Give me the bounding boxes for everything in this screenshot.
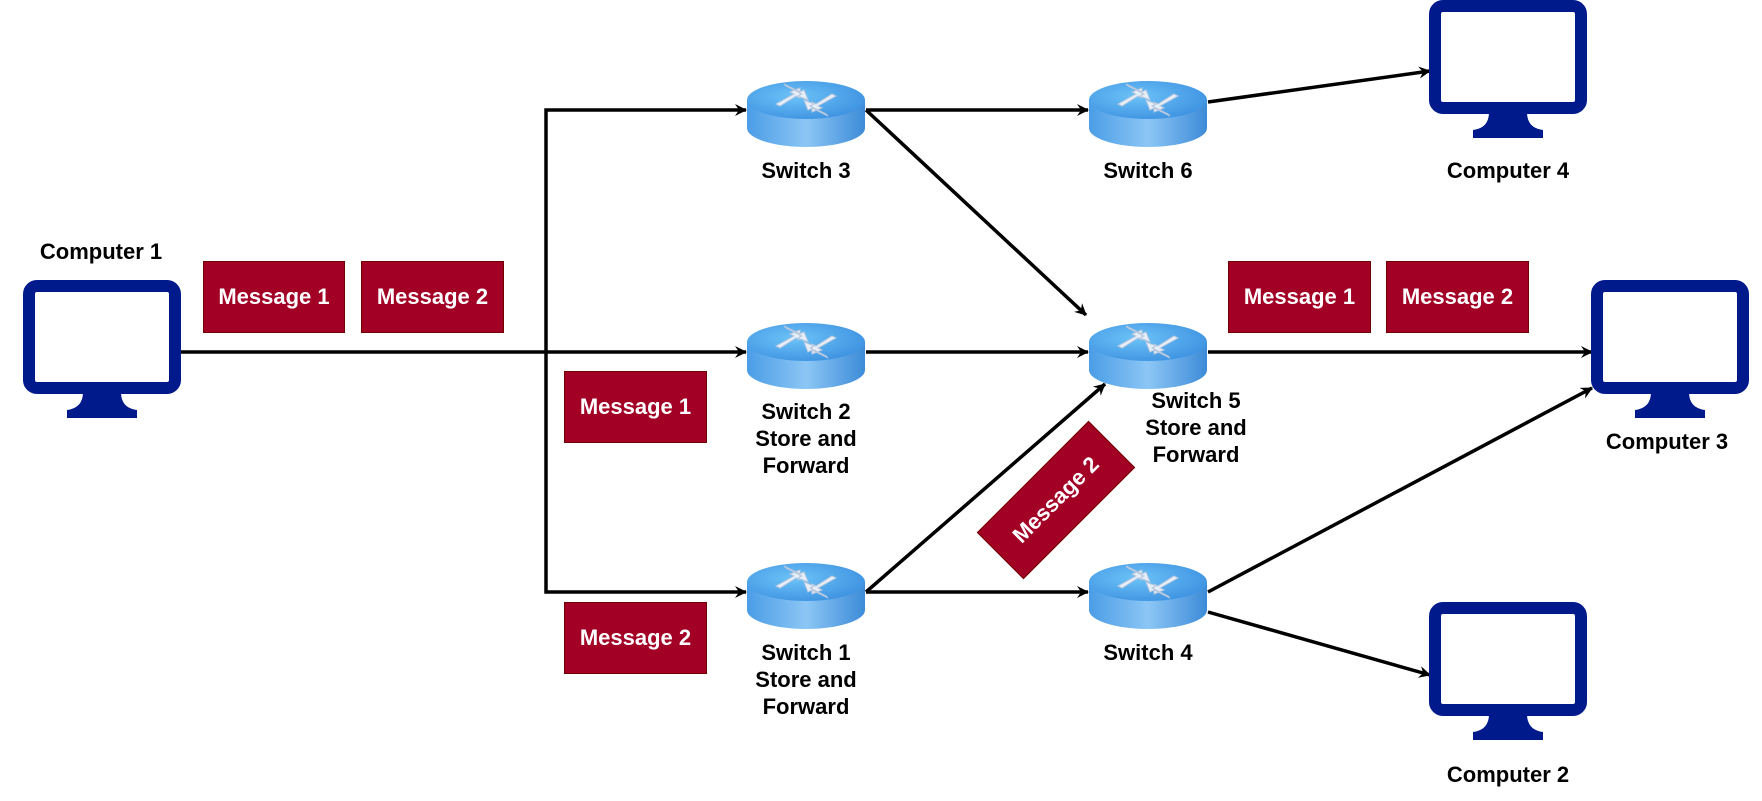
- switch-3-name: Switch 3: [761, 158, 851, 183]
- switch-4-name: Switch 4: [1103, 640, 1193, 665]
- message-2-packet-source: Message 2: [361, 261, 504, 333]
- computer-2-monitor-icon[interactable]: [1435, 608, 1581, 740]
- switch-1-mode-line1: Store and: [755, 667, 857, 692]
- link-bus-switch1: [544, 352, 747, 598]
- link-switch1-switch5: [864, 382, 1107, 594]
- computer-1-label: Computer 1: [39, 239, 163, 264]
- message-1-packet-source: Message 1: [203, 261, 345, 333]
- switch-1-name: Switch 1: [761, 640, 851, 665]
- switch-3-label: Switch 3: [761, 157, 850, 184]
- computer-3-label: Computer 3: [1605, 429, 1729, 454]
- computer-4-monitor-icon[interactable]: [1435, 6, 1581, 138]
- switch-2-label: Switch 2 Store and Forward: [755, 398, 856, 479]
- message-1-packet-switch2-path: Message 1: [564, 371, 707, 443]
- switch-6-label: Switch 6: [1103, 157, 1192, 184]
- computer-4-label: Computer 4: [1446, 158, 1570, 183]
- link-bus-switch3: [544, 104, 747, 352]
- switch-5-mode-line2: Forward: [1152, 442, 1240, 467]
- switch-2-name: Switch 2: [761, 399, 851, 424]
- switch-1-icon[interactable]: [746, 562, 866, 630]
- switch-2-icon[interactable]: [746, 322, 866, 390]
- switch-1-mode-line2: Forward: [762, 694, 850, 719]
- link-switch3-switch5: [864, 108, 1088, 317]
- switch-4-label: Switch 4: [1103, 639, 1192, 666]
- connections: [178, 66, 1593, 678]
- switch-5-mode-line1: Store and: [1145, 415, 1247, 440]
- switch-5-icon[interactable]: [1088, 322, 1208, 390]
- message-2-packet-switch1-path: Message 2: [564, 602, 707, 674]
- link-switch6-computer4: [1207, 66, 1431, 104]
- switch-5-name: Switch 5: [1151, 388, 1241, 413]
- computer-3-monitor-icon[interactable]: [1597, 286, 1743, 418]
- link-switch4-computer3: [1207, 386, 1593, 594]
- link-switch4-computer2: [1207, 610, 1431, 678]
- computer-1-monitor-icon[interactable]: [29, 286, 175, 418]
- switch-2-mode-line1: Store and: [755, 426, 857, 451]
- message-2-packet-destination: Message 2: [1386, 261, 1529, 333]
- switch-2-mode-line2: Forward: [762, 453, 850, 478]
- switch-6-icon[interactable]: [1088, 80, 1208, 148]
- message-1-packet-destination: Message 1: [1228, 261, 1371, 333]
- switch-4-icon[interactable]: [1088, 562, 1208, 630]
- switch-6-name: Switch 6: [1103, 158, 1193, 183]
- switch-3-icon[interactable]: [746, 80, 866, 148]
- computer-2-label: Computer 2: [1446, 762, 1570, 787]
- switch-1-label: Switch 1 Store and Forward: [755, 639, 856, 720]
- switch-5-label: Switch 5 Store and Forward: [1145, 387, 1246, 468]
